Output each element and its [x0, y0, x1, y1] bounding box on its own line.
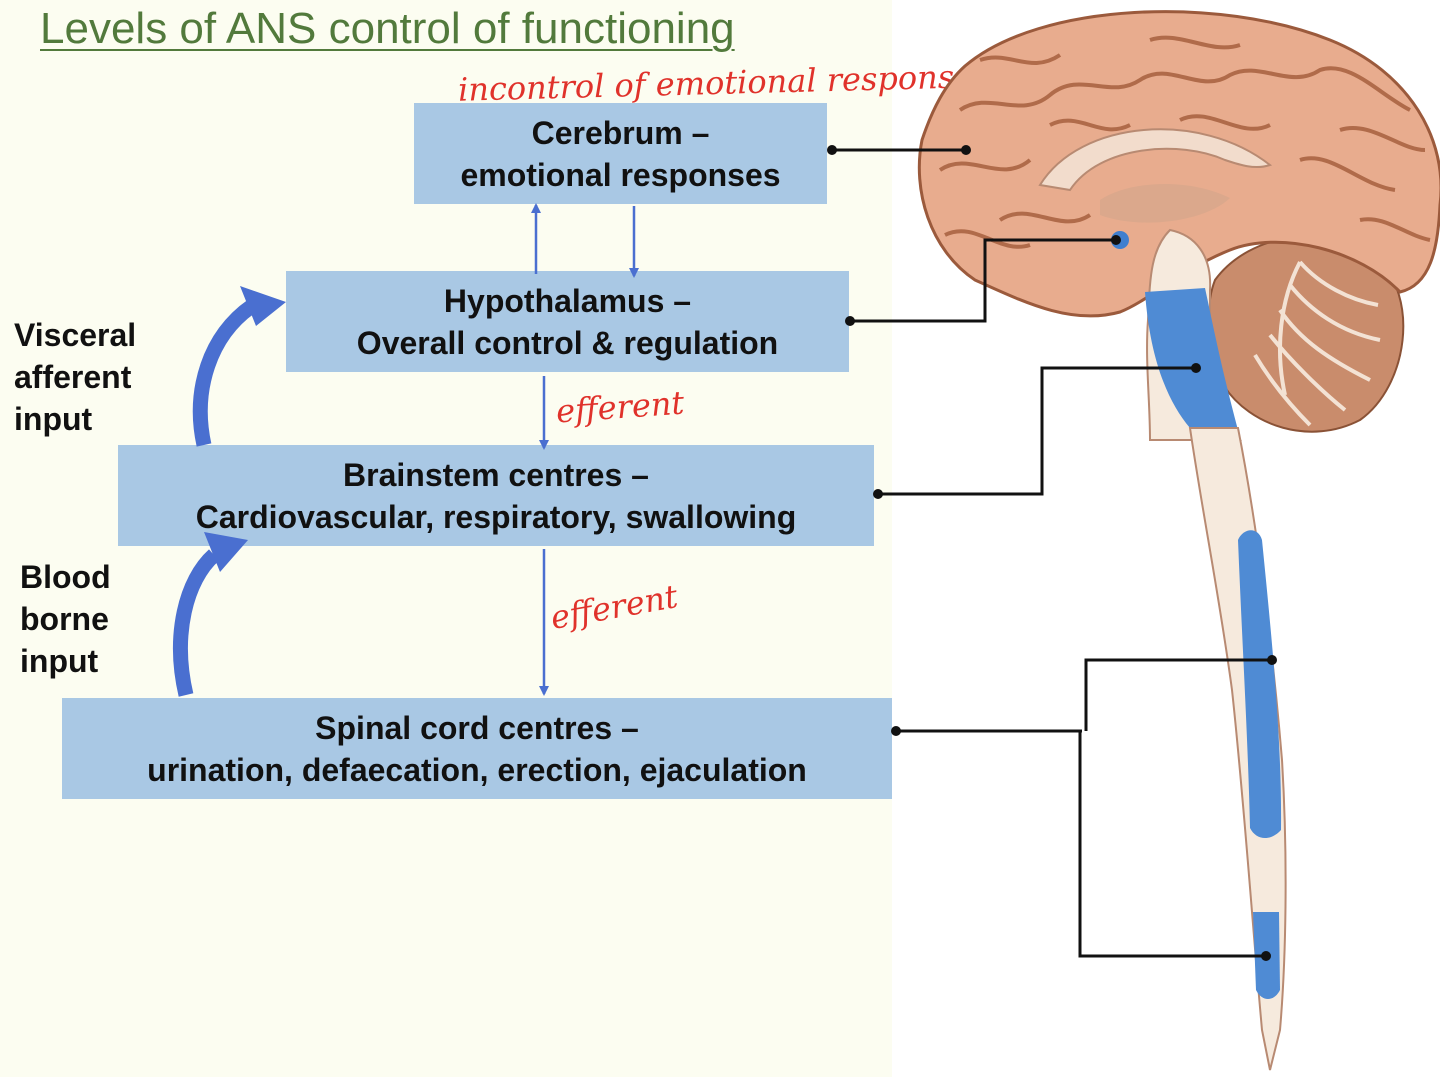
arrow-blood-borne-head	[204, 532, 248, 572]
label-blood-line3: input	[20, 643, 99, 679]
brain-illustration	[917, 10, 1440, 1071]
box-spinal-cord-line1: Spinal cord centres –	[315, 709, 639, 746]
connector-hypothalamus	[850, 238, 1116, 323]
label-blood-borne-input: Blood borne input	[20, 556, 111, 682]
box-cerebrum: Cerebrum – emotional responses	[414, 103, 827, 204]
arrow-visceral-afferent-head	[240, 286, 286, 326]
box-hypothalamus-line1: Hypothalamus –	[443, 282, 692, 319]
label-blood-line1: Blood	[20, 559, 111, 595]
label-blood-line2: borne	[20, 601, 109, 637]
box-brainstem-line2: Cardiovascular, respiratory, swallowing	[195, 498, 797, 535]
connector-spinal-upper	[1084, 658, 1272, 731]
connector-brainstem	[878, 366, 1196, 496]
box-cerebrum-line2: emotional responses	[460, 156, 781, 193]
box-spinal-cord: Spinal cord centres – urination, defaeca…	[62, 698, 892, 799]
arrow-visceral-afferent-input	[192, 299, 257, 447]
label-visceral-afferent-input: Visceral afferent input	[14, 314, 136, 440]
box-spinal-cord-line2: urination, defaecation, erection, ejacul…	[147, 751, 807, 788]
connector-dots	[827, 145, 1277, 961]
slide-title: Levels of ANS control of functioning	[40, 4, 735, 53]
label-visceral-line1: Visceral	[14, 317, 137, 353]
box-hypothalamus-line2: Overall control & regulation	[356, 324, 779, 361]
box-hypothalamus: Hypothalamus – Overall control & regulat…	[286, 271, 849, 372]
connector-spinal-lower	[1078, 731, 1266, 958]
label-visceral-line2: afferent	[14, 359, 132, 395]
label-visceral-line3: input	[14, 401, 93, 437]
box-brainstem-line1: Brainstem centres –	[343, 456, 649, 493]
connector-lines	[832, 148, 1272, 958]
box-cerebrum-line1: Cerebrum –	[531, 114, 710, 151]
box-brainstem: Brainstem centres – Cardiovascular, resp…	[118, 445, 874, 546]
arrow-blood-borne-input	[173, 549, 220, 697]
